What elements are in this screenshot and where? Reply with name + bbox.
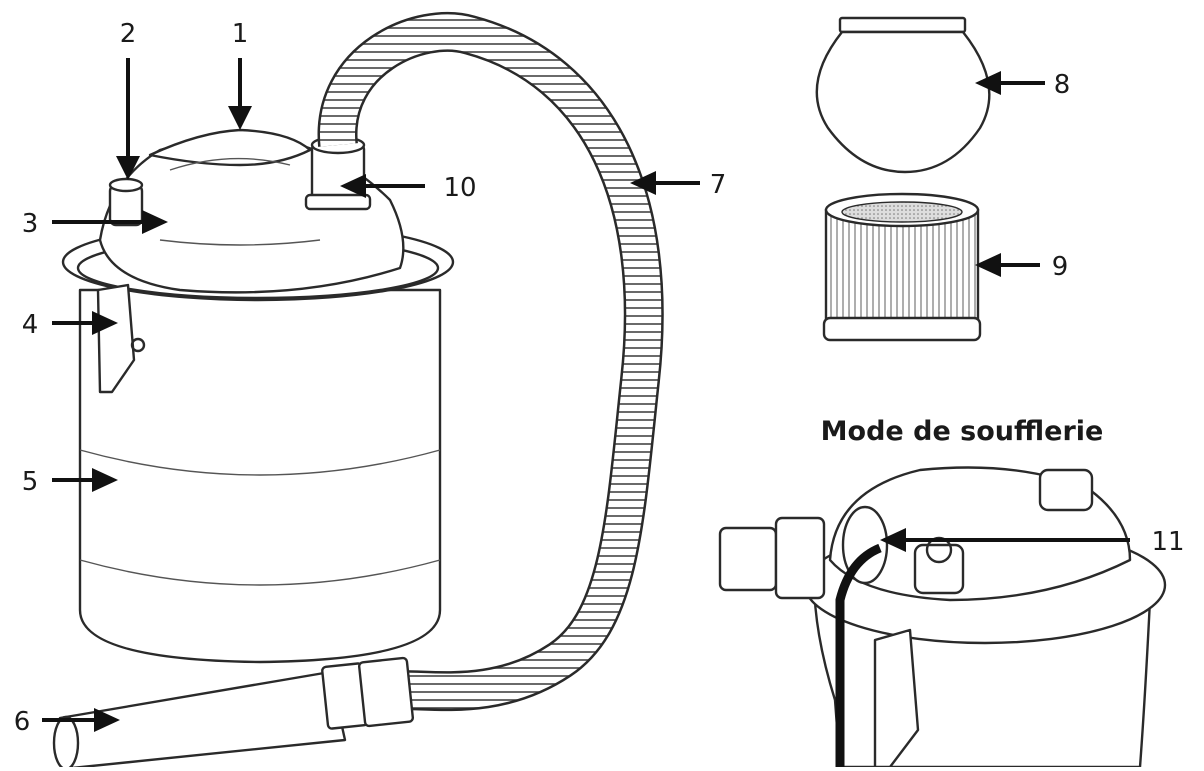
power-knob xyxy=(108,177,144,227)
callout-11: 11 xyxy=(1151,527,1184,557)
arrowhead-7 xyxy=(630,171,656,195)
arrowhead-4 xyxy=(92,311,118,335)
latch-clip xyxy=(96,283,146,394)
cartridge-filter xyxy=(822,192,982,342)
arrowhead-11 xyxy=(880,528,906,552)
callout-2: 2 xyxy=(120,19,137,49)
flexible-hose xyxy=(317,11,664,712)
callout-5: 5 xyxy=(22,467,39,497)
callout-9: 9 xyxy=(1052,252,1069,282)
callout-7: 7 xyxy=(710,170,727,200)
arrowhead-6 xyxy=(94,708,120,732)
arrowhead-8 xyxy=(975,71,1001,95)
blower-mode-inset xyxy=(718,466,1167,769)
callout-1: 1 xyxy=(232,19,249,49)
callout-6: 6 xyxy=(14,707,31,737)
metal-tube xyxy=(52,656,415,771)
arrowhead-1 xyxy=(228,106,252,130)
callout-4: 4 xyxy=(22,310,39,340)
arrowhead-5 xyxy=(92,468,118,492)
hose-inlet-port xyxy=(304,135,372,211)
callout-10: 10 xyxy=(443,173,476,203)
blower-mode-title: Mode de soufflerie xyxy=(821,416,1104,447)
callout-arrows xyxy=(42,58,1130,732)
callout-8: 8 xyxy=(1054,70,1071,100)
arrowhead-3 xyxy=(142,210,168,234)
callout-3: 3 xyxy=(22,209,39,239)
arrowhead-10 xyxy=(340,174,366,198)
arrowhead-2 xyxy=(116,156,140,180)
arrowhead-9 xyxy=(975,253,1001,277)
pre-filter-bag xyxy=(815,16,991,174)
